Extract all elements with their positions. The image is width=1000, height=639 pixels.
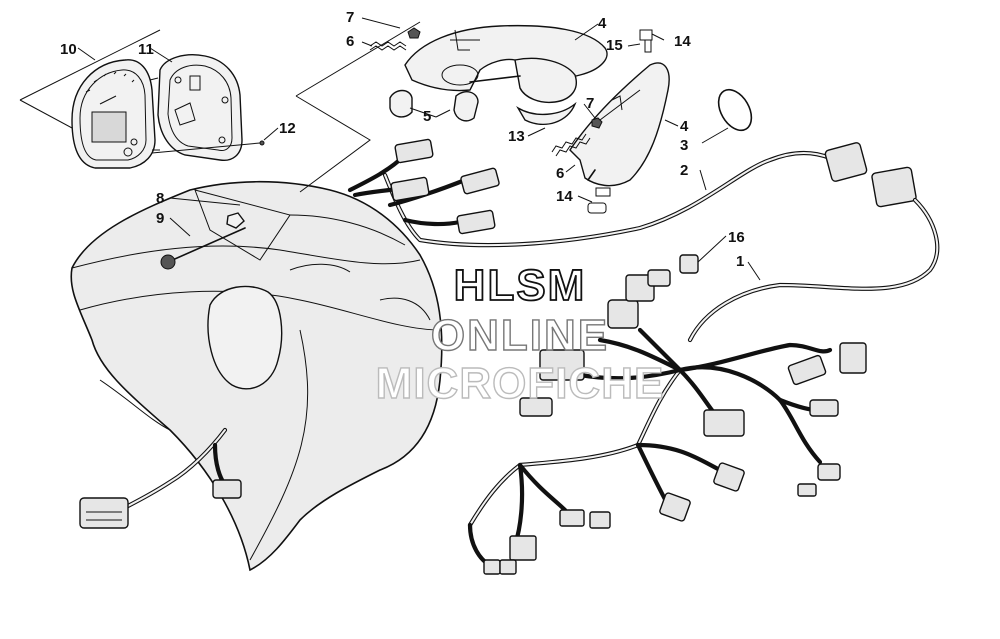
- bolt-shaft: [167, 227, 246, 263]
- nut: [226, 212, 245, 229]
- gauge-opening: [207, 285, 283, 390]
- instrument-gauge: [71, 59, 160, 169]
- callout-14-lower: 14: [556, 188, 573, 205]
- callout-4-upper: 4: [598, 15, 607, 32]
- vent-elbow-left: [389, 89, 413, 118]
- watermark-line-2: ONLINE: [431, 311, 609, 360]
- spring-lower: [551, 133, 591, 157]
- bolt-head: [160, 254, 176, 270]
- callout-3: 3: [680, 137, 688, 154]
- callout-9: 9: [156, 210, 164, 227]
- callout-7-upper: 7: [346, 9, 354, 26]
- callout-14-upper: 14: [674, 33, 691, 50]
- clip-lower: [587, 202, 607, 214]
- fairing-body: [70, 180, 443, 572]
- callout-8: 8: [156, 190, 164, 207]
- bracket-line-10: [19, 29, 161, 101]
- watermark: HLSM ONLINE MICROFICHE: [375, 260, 665, 409]
- callout-13: 13: [508, 128, 525, 145]
- upper-cowl-right: [569, 62, 670, 197]
- clip-upper: [639, 29, 653, 41]
- bracket-line-upper: [295, 21, 421, 193]
- screw-lower: [591, 117, 603, 129]
- spring-upper: [369, 41, 407, 51]
- callouts: 10 11 12 7 6 4 15 14 5 7 13 4 3 2 6 14 8…: [60, 9, 745, 270]
- watermark-line-3: MICROFICHE: [376, 359, 665, 408]
- callout-11: 11: [138, 41, 154, 58]
- clamp-ring: [717, 88, 753, 132]
- callout-1: 1: [736, 253, 744, 270]
- harness-upper: [347, 138, 940, 343]
- callout-2: 2: [680, 162, 688, 179]
- screw-upper: [407, 27, 421, 39]
- watermark-line-1: HLSM: [454, 261, 587, 310]
- leader-lines: [77, 17, 761, 281]
- upper-cowl-left: [404, 24, 608, 125]
- callout-7-lower: 7: [586, 95, 594, 112]
- callout-4-lower: 4: [680, 118, 689, 135]
- harness-left: [79, 427, 242, 529]
- bracket-line-10b: [19, 99, 73, 129]
- pin: [644, 39, 652, 53]
- grommet-16: [679, 254, 699, 274]
- callout-6-upper: 6: [346, 33, 354, 50]
- callout-5: 5: [423, 108, 431, 125]
- callout-6-lower: 6: [556, 165, 564, 182]
- callout-16: 16: [728, 229, 745, 246]
- callout-12: 12: [279, 120, 296, 137]
- gauge-housing: [151, 54, 265, 162]
- callout-10: 10: [60, 41, 77, 58]
- harness-main: [467, 254, 867, 575]
- vent-elbow-right: [453, 91, 479, 122]
- callout-15: 15: [606, 37, 623, 54]
